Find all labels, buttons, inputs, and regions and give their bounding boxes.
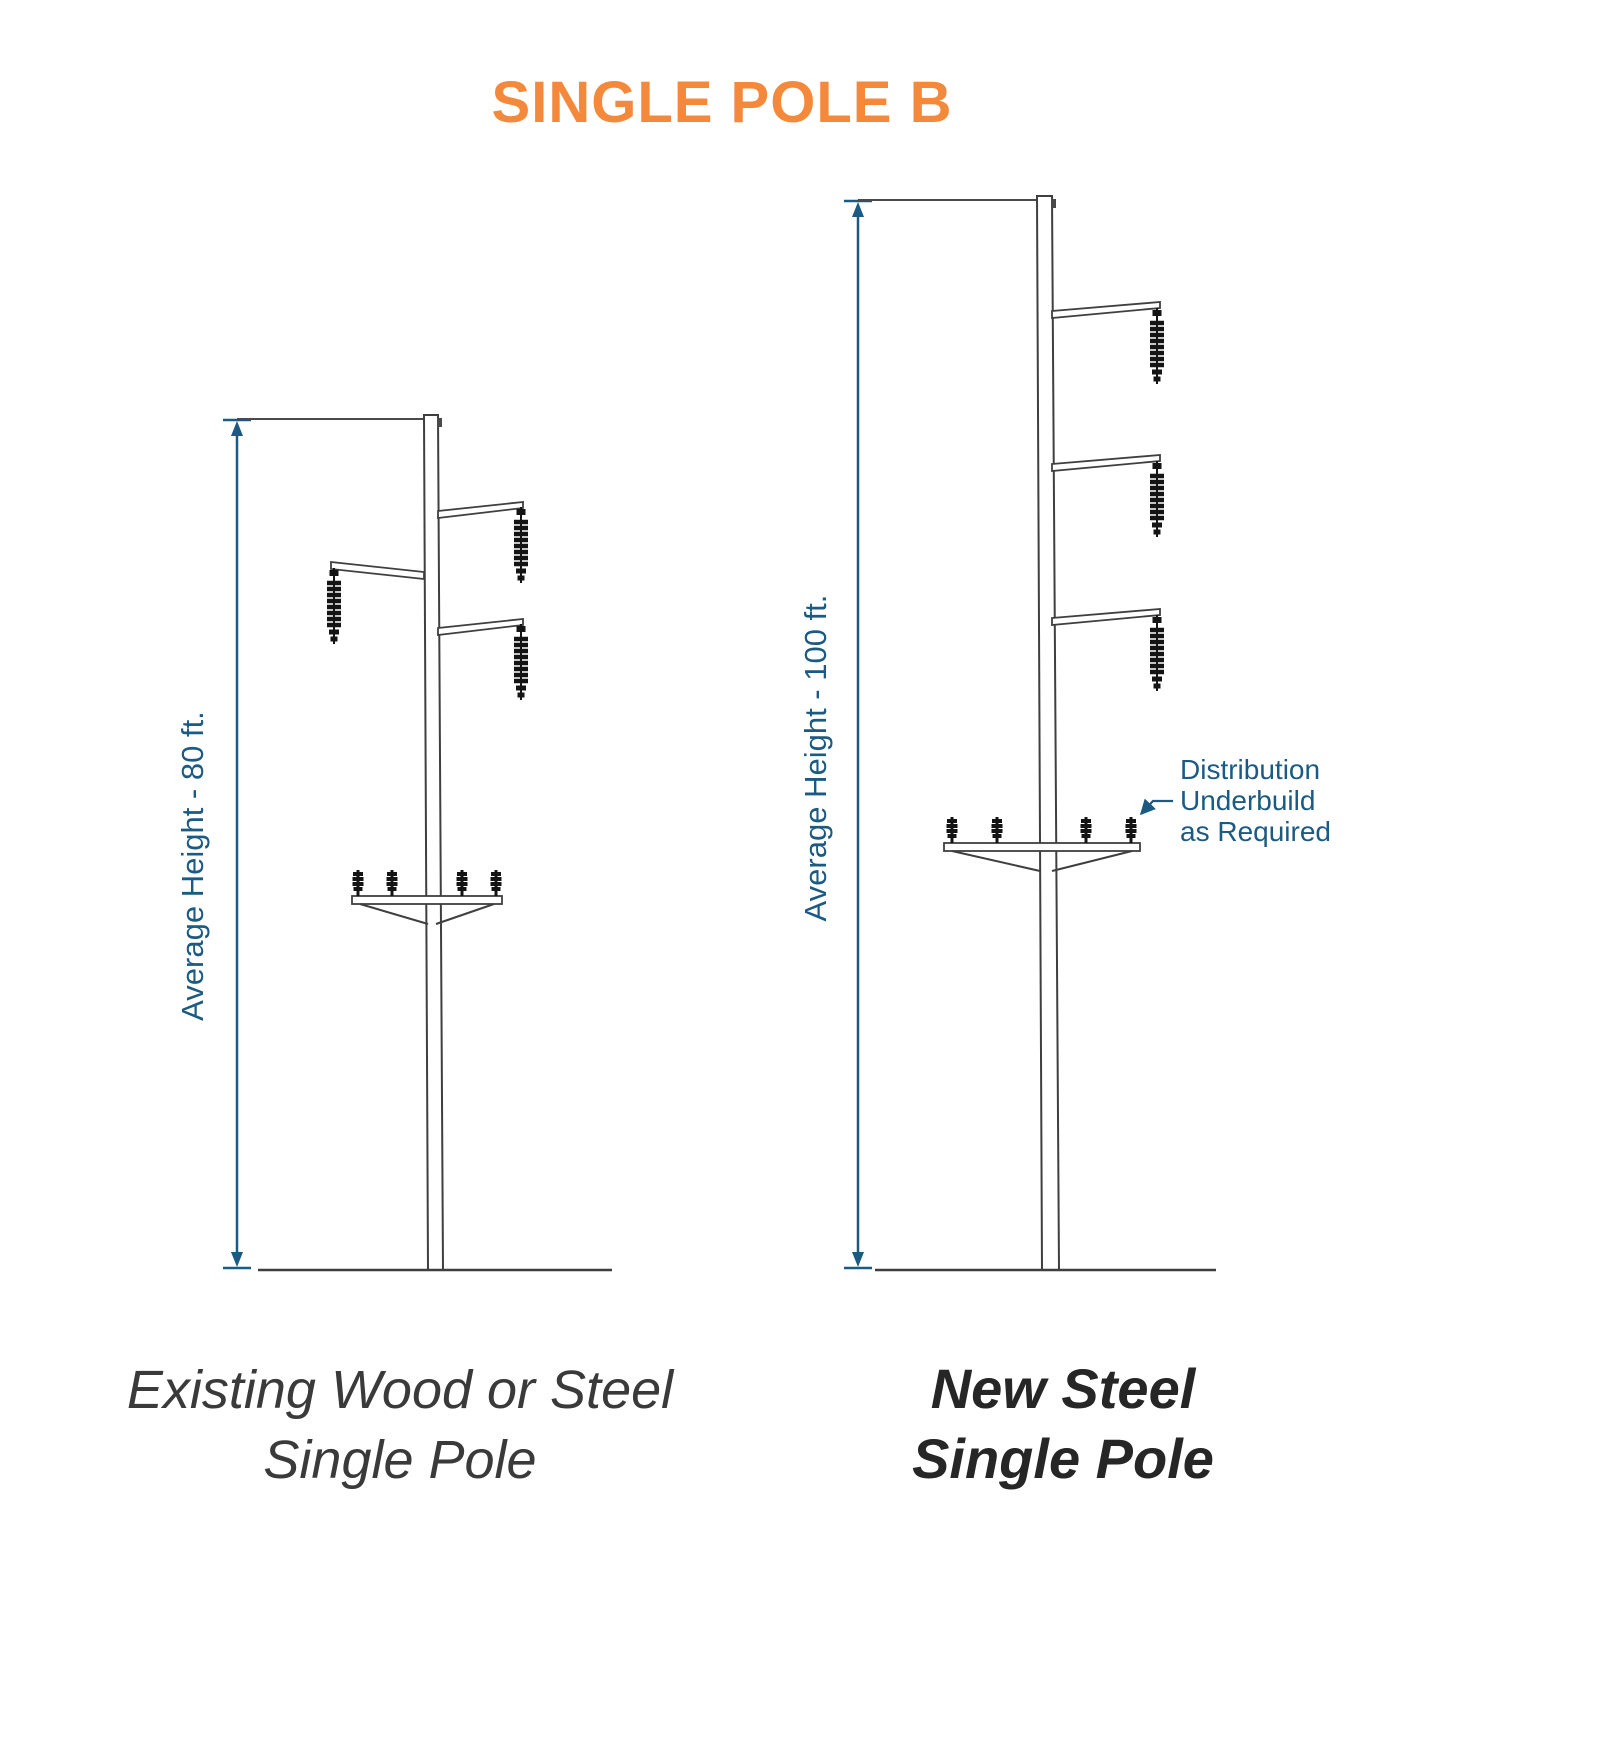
right-insulator-strings — [1150, 308, 1164, 691]
left-pole-top-fitting — [437, 418, 442, 427]
right-height-label: Average Height - 100 ft. — [798, 595, 833, 922]
right-dimension-line — [844, 199, 872, 1270]
right-pole-top-fitting — [1051, 199, 1056, 208]
right-caption-line1: New Steel — [931, 1357, 1197, 1420]
page-title: SINGLE POLE B — [492, 70, 953, 135]
right-caption-line2: Single Pole — [912, 1427, 1214, 1490]
left-pole-figure: Average Height - 80 ft. — [127, 414, 675, 1490]
right-pole — [1035, 195, 1061, 1271]
left-distribution-crossarm — [350, 868, 504, 925]
annotation-line2: Underbuild — [1180, 785, 1315, 816]
left-height-label: Average Height - 80 ft. — [175, 711, 210, 1021]
left-crossarms — [330, 500, 524, 637]
right-distribution-crossarm — [943, 815, 1141, 872]
annotation-line1: Distribution — [1180, 754, 1320, 785]
distribution-underbuild-annotation: Distribution Underbuild as Required — [1139, 754, 1331, 847]
annotation-arrow — [1139, 798, 1173, 816]
left-pole — [422, 414, 445, 1271]
left-caption-line1: Existing Wood or Steel — [127, 1360, 675, 1420]
left-caption-line2: Single Pole — [263, 1430, 536, 1490]
annotation-line3: as Required — [1180, 816, 1331, 847]
right-crossarms — [1051, 301, 1161, 626]
right-pole-figure: Average Height - 100 ft. — [798, 195, 1331, 1490]
left-dimension-line — [223, 418, 251, 1270]
